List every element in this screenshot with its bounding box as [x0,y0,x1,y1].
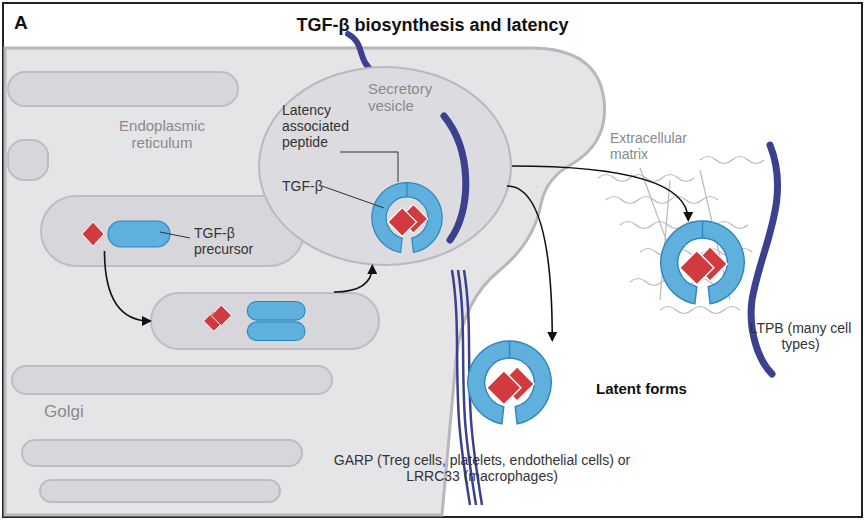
er-tube [8,140,48,180]
section-label: Latent forms [596,380,716,397]
carrier-label: GARP (Treg cells, platelets, endothelial… [312,452,652,484]
leader-line [340,152,398,182]
garp-complex: GARP (Treg cells, platelets, endothelial… [462,340,557,426]
latent-complex [462,340,557,426]
latent-complex [655,220,750,306]
matrix-region: Extracellular matrix LTPB (many cell typ… [590,128,855,378]
latent-complex [367,182,447,254]
er-tube [8,72,238,106]
golgi-compartment: Golgi [150,292,380,350]
golgi-cisterna [40,480,280,502]
vesicle-strand [444,116,466,240]
golgi-cisterna [22,440,302,466]
carrier-label: LTPB (many cell types) [743,320,858,352]
leader-line [322,186,384,208]
leader-line [160,232,190,238]
region-label: Extracellular matrix [610,130,710,162]
matrix-fibers [598,157,764,314]
compartment-label: Endoplasmic reticulum [102,117,222,152]
molecule-label: TGF-β precursor [194,225,266,257]
molecule-label: TGF-β [282,178,342,194]
arrow-connector [512,166,688,220]
molecule-label: Latency associated peptide [282,102,368,150]
arrow-connector [105,251,151,321]
compartment-label: Golgi [44,402,104,422]
ltpb-complex: LTPB (many cell types) [655,220,750,306]
arrow-connector [507,186,552,340]
precursor-node: TGF-β precursor [82,217,172,251]
diagram-title: TGF-β biosynthesis and latency [0,15,865,36]
ltpb-strand [751,145,777,374]
cell-body [5,48,605,515]
precursor-symbol [82,217,172,251]
golgi-dimer [152,294,378,348]
arrow-connector [334,266,372,292]
er-compartment: Endoplasmic reticulum TGF-β precursor [40,195,305,267]
golgi-cisterna [12,366,332,394]
compartment-label: Secretory vesicle [368,80,450,115]
panel-frame [3,3,862,517]
secretory-vesicle: Secretory vesicleLatency associated pept… [258,66,512,266]
panel-letter: A [14,12,44,34]
